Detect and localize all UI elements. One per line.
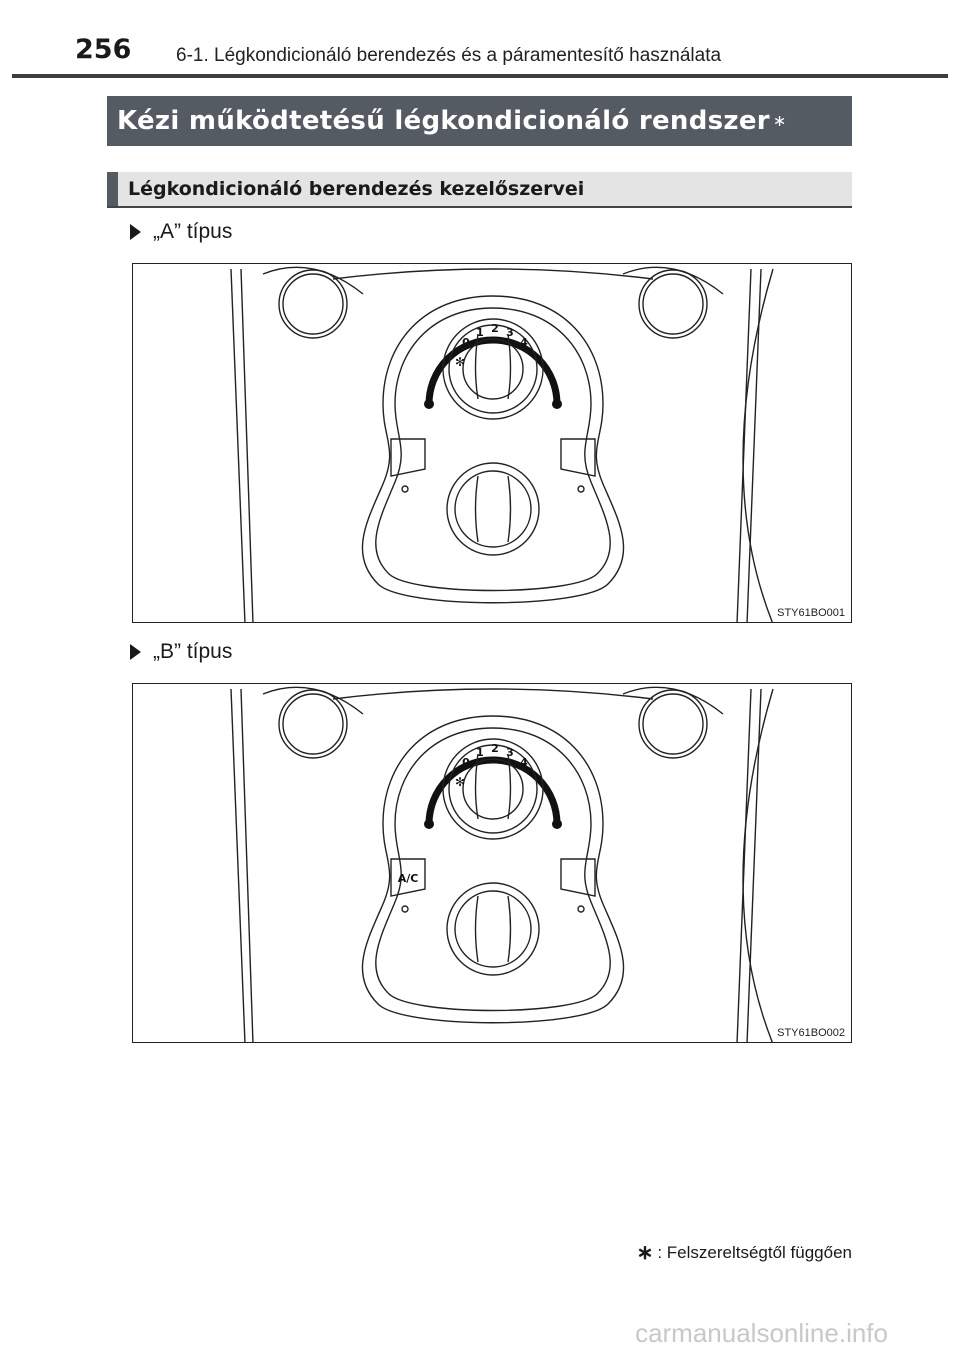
mode-knob-ring — [446, 462, 540, 556]
dashboard-line — [230, 688, 246, 1042]
knob-grip — [474, 333, 512, 400]
running-header: 6-1. Légkondicionáló berendezés és a pár… — [176, 45, 722, 66]
arrow-icon — [130, 224, 141, 240]
dashboard-line — [240, 268, 254, 622]
air-vent-icon — [638, 689, 708, 759]
fan-speed-label: 0 — [462, 756, 470, 769]
air-vent-icon — [642, 693, 704, 755]
knob-grip — [474, 895, 512, 963]
vent-bezel — [262, 266, 364, 295]
dashboard-line — [332, 688, 654, 700]
asterisk-icon: ∗ — [636, 1242, 654, 1264]
arc-end-dot — [552, 399, 562, 409]
dashboard-line — [746, 688, 762, 1042]
subsection-title: Légkondicionáló berendezés kezelőszervei — [128, 178, 585, 200]
header-rule — [12, 74, 948, 78]
fan-speed-label: 4 — [520, 756, 528, 769]
footnote: ∗ : Felszereltségtől függően — [637, 1240, 852, 1265]
dashboard-line — [736, 268, 752, 622]
arc-end-dot — [552, 819, 562, 829]
air-vent-icon — [282, 693, 344, 755]
rear-defrost-button — [560, 858, 596, 897]
dashboard-line — [240, 688, 254, 1042]
fan-knob-ring — [442, 738, 544, 840]
section-heading: Kézi működtetésű légkondicionáló rendsze… — [107, 96, 852, 146]
air-vent-icon — [278, 269, 348, 339]
fan-speed-arc — [425, 336, 561, 405]
section-asterisk: ∗ — [772, 113, 787, 130]
rear-defrost-button — [560, 438, 596, 477]
knob-grip — [474, 475, 512, 543]
fan-knob — [462, 758, 524, 820]
left-button — [390, 858, 426, 897]
dashboard-line — [736, 688, 752, 1042]
indicator-dot — [577, 485, 585, 493]
vent-bezel — [262, 686, 364, 715]
panel-outline — [375, 727, 611, 1012]
fan-speed-label: 1 — [476, 746, 484, 759]
indicator-dot — [401, 905, 409, 913]
dashboard-line — [742, 688, 774, 1042]
dashboard-line — [746, 268, 762, 622]
panel-outline — [361, 715, 625, 1024]
arc-end-dot — [424, 399, 434, 409]
fan-speed-label: 3 — [506, 326, 514, 339]
fan-knob-ring — [442, 318, 544, 420]
indicator-dot — [401, 485, 409, 493]
variant-b-text: „B” típus — [153, 640, 233, 663]
mode-knob-ring — [446, 882, 540, 976]
air-vent-icon — [278, 689, 348, 759]
footnote-text: : Felszereltségtől függően — [657, 1242, 852, 1262]
dashboard-line — [332, 268, 654, 280]
section-title: Kézi működtetésű légkondicionáló rendsze… — [117, 106, 770, 136]
dashboard-line — [742, 268, 774, 622]
arrow-icon — [130, 644, 141, 660]
fan-icon: ✻ — [455, 775, 465, 789]
fan-speed-arc — [425, 756, 561, 825]
figure-a-code: STY61BO001 — [777, 607, 845, 619]
fan-speed-label: 0 — [462, 336, 470, 349]
variant-a-label: „A” típus — [130, 220, 232, 244]
watermark: carmanualsonline.info — [635, 1318, 888, 1348]
fan-speed-label: 2 — [491, 322, 499, 335]
vent-bezel — [622, 686, 724, 715]
air-vent-icon — [638, 269, 708, 339]
fan-icon: ✻ — [455, 355, 465, 369]
fan-speed-label: 4 — [520, 336, 528, 349]
indicator-dot — [577, 905, 585, 913]
fan-knob — [462, 338, 524, 400]
fan-knob-ring — [448, 744, 538, 834]
page-number: 256 — [75, 34, 132, 65]
variant-b-label: „B” típus — [130, 640, 232, 664]
fan-knob-ring — [448, 324, 538, 414]
fan-speed-label: 2 — [491, 742, 499, 755]
mode-knob — [454, 470, 532, 548]
figure-b-code: STY61BO002 — [777, 1027, 845, 1039]
fan-speed-label: 3 — [506, 746, 514, 759]
arc-end-dot — [424, 819, 434, 829]
knob-grip — [474, 753, 512, 820]
panel-outline — [361, 295, 625, 604]
vent-bezel — [622, 266, 724, 295]
air-vent-icon — [642, 273, 704, 335]
fan-speed-label: 1 — [476, 326, 484, 339]
dashboard-line — [230, 268, 246, 622]
air-vent-icon — [282, 273, 344, 335]
mode-knob — [454, 890, 532, 968]
subsection-marker — [107, 172, 118, 206]
left-button — [390, 438, 426, 477]
subsection-heading: Légkondicionáló berendezés kezelőszervei — [107, 172, 852, 208]
variant-a-text: „A” típus — [153, 220, 233, 243]
ac-button-label: A/C — [398, 872, 419, 885]
panel-outline — [375, 307, 611, 592]
